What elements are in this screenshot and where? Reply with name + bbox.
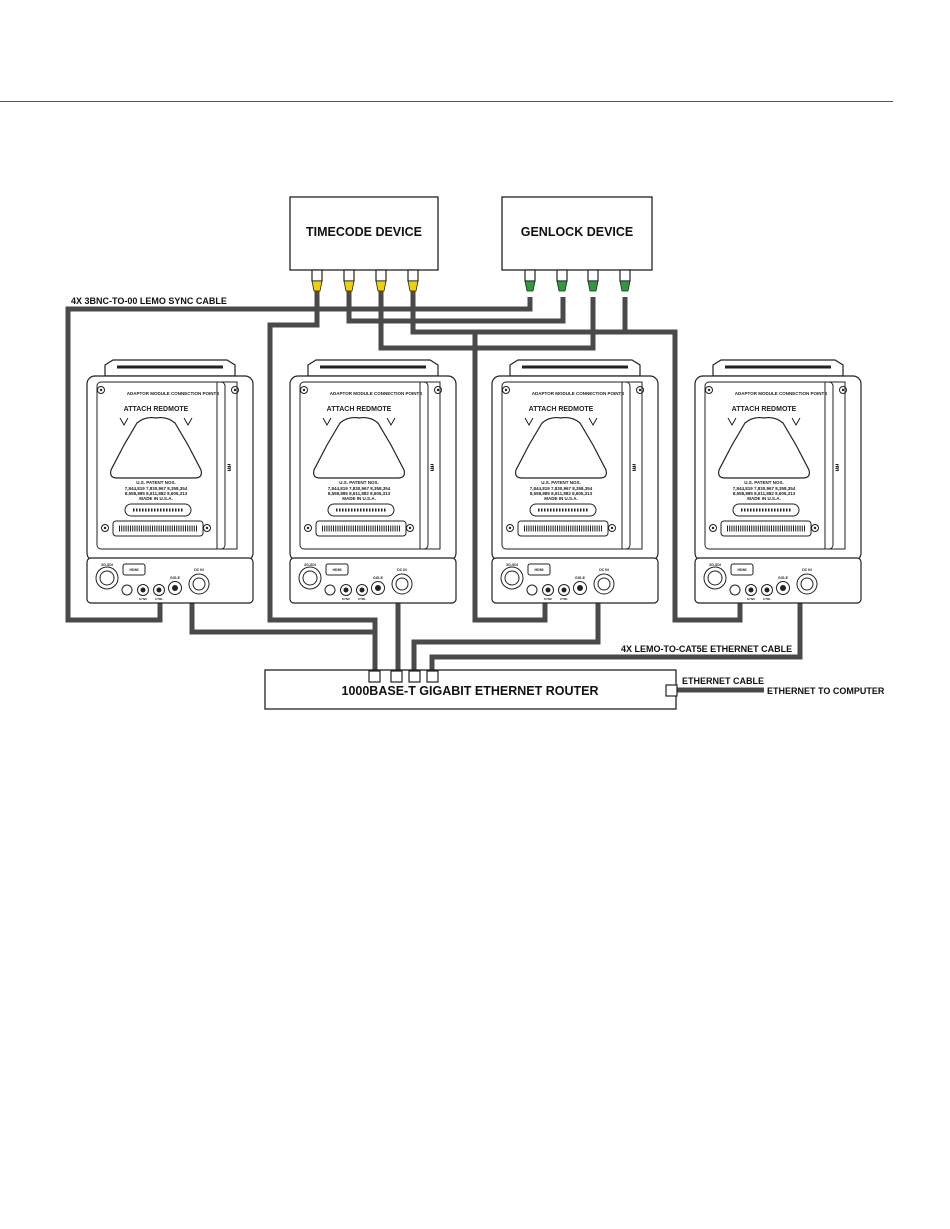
made-in-label: MADE IN U.S.A.: [342, 496, 376, 501]
port-ctrl-label: CTRL: [358, 597, 366, 601]
camera-4-labels: ADAPTOR MODULE CONNECTION POINTS ATTACH …: [709, 391, 840, 601]
camera-1-labels: ADAPTOR MODULE CONNECTION POINTS ATTACH …: [101, 391, 232, 601]
ethernet-cable-cam3: [411, 598, 601, 670]
port-sync-label: SYNC: [139, 597, 148, 601]
patent-line-2: 8,558,885 8,611,882 8,605,313: [530, 491, 593, 496]
sync-cables: [65, 290, 743, 670]
side-label: I/O: [430, 465, 435, 470]
port-dc-in-label: DC IN: [802, 568, 812, 572]
patent-line-1: 7,844,819 7,830,967 8,358,354: [530, 486, 593, 491]
attach-redmote-label: ATTACH REDMOTE: [124, 406, 189, 413]
port-dc-in-label: DC IN: [194, 568, 204, 572]
genlock-cable-1: [65, 297, 533, 623]
genlock-device-label: GENLOCK DEVICE: [521, 225, 634, 239]
port-ctrl-label: CTRL: [560, 597, 568, 601]
patent-line-2: 8,558,885 8,611,882 8,605,313: [733, 491, 796, 496]
port-sync-label: SYNC: [342, 597, 351, 601]
patent-title: U.S. PATENT NOS.: [744, 480, 784, 485]
timecode-cable-2: [346, 290, 566, 324]
port-dc-in-label: DC IN: [599, 568, 609, 572]
patent-title: U.S. PATENT NOS.: [136, 480, 176, 485]
patent-line-1: 7,844,819 7,830,967 8,358,354: [328, 486, 391, 491]
genlock-device: GENLOCK DEVICE: [501, 196, 653, 292]
attach-redmote-label: ATTACH REDMOTE: [732, 406, 797, 413]
timecode-cable-1: [267, 290, 378, 670]
port-hdmi-label: HDMI: [535, 568, 544, 572]
attach-redmote-label: ATTACH REDMOTE: [327, 406, 392, 413]
genlock-cable-3: [625, 329, 743, 623]
camera-2-labels: ADAPTOR MODULE CONNECTION POINTS ATTACH …: [304, 391, 435, 601]
camera-3-labels: ADAPTOR MODULE CONNECTION POINTS ATTACH …: [506, 391, 637, 601]
port-hdmi-label: HDMI: [333, 568, 342, 572]
port-3g-sdi-label: 3G-SDI: [304, 563, 316, 567]
port-dc-in-label: DC IN: [397, 568, 407, 572]
patent-line-2: 8,558,885 8,611,882 8,605,313: [328, 491, 391, 496]
made-in-label: MADE IN U.S.A.: [747, 496, 781, 501]
timecode-connectors: [311, 269, 419, 292]
port-sync-label: SYNC: [747, 597, 756, 601]
port-gig-e-label: GIG-E: [575, 576, 586, 580]
genlock-cable-2: [413, 329, 548, 623]
ethernet-cable-cam4: [429, 598, 803, 670]
timecode-cable-3: [378, 290, 596, 351]
patent-title: U.S. PATENT NOS.: [339, 480, 379, 485]
timecode-device: TIMECODE DEVICE: [289, 196, 439, 292]
side-label: I/O: [835, 465, 840, 470]
patent-title: U.S. PATENT NOS.: [541, 480, 581, 485]
connection-points-label: ADAPTOR MODULE CONNECTION POINTS: [735, 391, 827, 396]
patent-line-1: 7,844,819 7,830,967 8,358,354: [733, 486, 796, 491]
header-rule: [0, 101, 893, 102]
port-3g-sdi-label: 3G-SDI: [101, 563, 113, 567]
port-gig-e-label: GIG-E: [170, 576, 181, 580]
port-3g-sdi-label: 3G-SDI: [709, 563, 721, 567]
side-label: I/O: [227, 465, 232, 470]
router-ports: [368, 670, 678, 697]
port-gig-e-label: GIG-E: [373, 576, 384, 580]
ethernet-cable-label: ETHERNET CABLE: [682, 676, 764, 686]
ethernet-cable-cam1: [189, 598, 378, 670]
port-ctrl-label: CTRL: [155, 597, 163, 601]
timecode-device-label: TIMECODE DEVICE: [306, 225, 422, 239]
port-3g-sdi-label: 3G-SDI: [506, 563, 518, 567]
port-ctrl-label: CTRL: [763, 597, 771, 601]
router-label: 1000BASE-T GIGABIT ETHERNET ROUTER: [342, 684, 599, 698]
genlock-connectors: [524, 269, 631, 292]
port-hdmi-label: HDMI: [130, 568, 139, 572]
ethernet-to-computer-label: ETHERNET TO COMPUTER: [767, 686, 885, 696]
connection-points-label: ADAPTOR MODULE CONNECTION POINTS: [532, 391, 624, 396]
attach-redmote-label: ATTACH REDMOTE: [529, 406, 594, 413]
ethernet-cables: [189, 598, 803, 693]
connection-points-label: ADAPTOR MODULE CONNECTION POINTS: [127, 391, 219, 396]
sync-cable-label: 4X 3BNC-TO-00 LEMO SYNC CABLE: [71, 296, 227, 306]
side-label: I/O: [632, 465, 637, 470]
port-sync-label: SYNC: [544, 597, 553, 601]
ethernet-cat5e-label: 4X LEMO-TO-CAT5E ETHERNET CABLE: [621, 644, 792, 654]
made-in-label: MADE IN U.S.A.: [544, 496, 578, 501]
made-in-label: MADE IN U.S.A.: [139, 496, 173, 501]
port-gig-e-label: GIG-E: [778, 576, 789, 580]
patent-line-1: 7,844,819 7,830,967 8,358,354: [125, 486, 188, 491]
connection-points-label: ADAPTOR MODULE CONNECTION POINTS: [330, 391, 422, 396]
patent-line-2: 8,558,885 8,611,882 8,605,313: [125, 491, 188, 496]
ethernet-router: 1000BASE-T GIGABIT ETHERNET ROUTER: [264, 669, 678, 710]
port-hdmi-label: HDMI: [738, 568, 747, 572]
